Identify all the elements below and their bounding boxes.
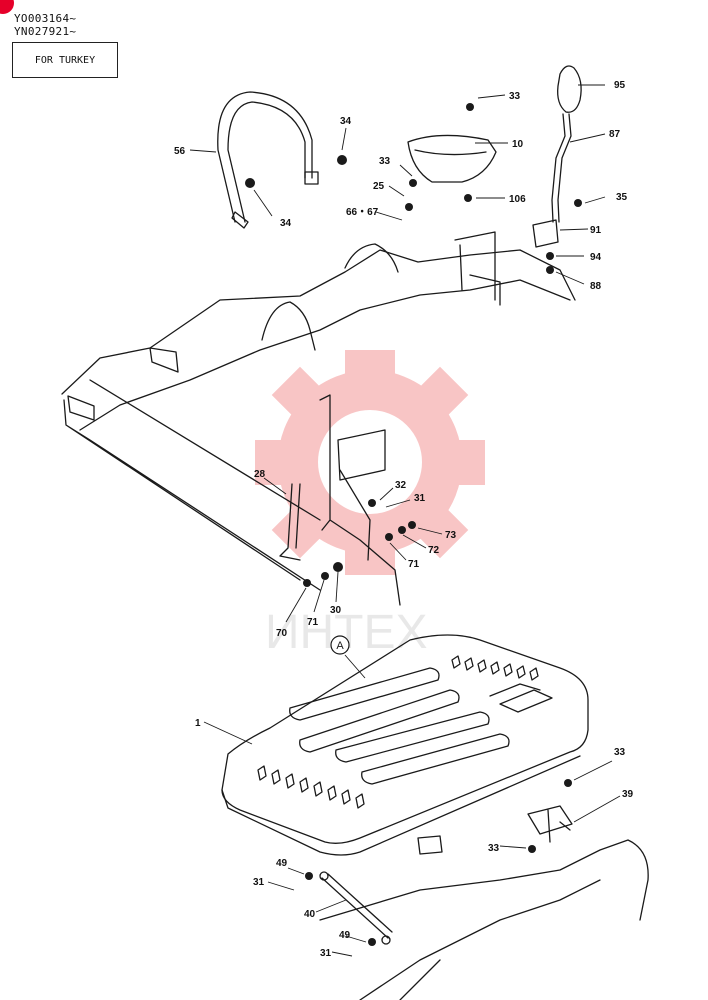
part-label-33: 33 — [509, 91, 521, 102]
part-label-88: 88 — [590, 281, 602, 292]
nut-73 — [408, 521, 416, 529]
part-label-73: 73 — [445, 530, 457, 541]
part-label-66-67: 66・67 — [346, 207, 379, 218]
part-label-39: 39 — [622, 789, 634, 800]
washer-71a — [385, 533, 393, 541]
center-brackets — [454, 231, 501, 306]
lower-body — [319, 839, 649, 1000]
nut-32 — [368, 499, 376, 507]
part-label-71: 71 — [307, 617, 319, 628]
handle-bar — [217, 91, 313, 223]
vent-slots-bottom — [257, 765, 365, 809]
strut-end-top — [319, 871, 329, 881]
part-label-87: 87 — [609, 129, 621, 140]
bonnet-panel — [221, 634, 589, 844]
detail-marker-label: A — [336, 640, 344, 652]
gas-strut — [321, 873, 393, 939]
part-label-94: 94 — [590, 252, 602, 263]
part-label-72: 72 — [428, 545, 440, 556]
bracket-30 — [333, 562, 343, 572]
nut-106 — [464, 194, 472, 202]
bolt-34b — [245, 178, 255, 188]
bolt-35 — [574, 199, 582, 207]
vent-slots-top — [451, 655, 539, 681]
part-label-49: 49 — [339, 930, 351, 941]
rod-28 — [279, 483, 301, 561]
bolt-33b — [409, 179, 417, 187]
detail-marker-circle — [330, 635, 350, 655]
washer-72 — [398, 526, 406, 534]
washer-49a — [305, 872, 313, 880]
part-label-95: 95 — [614, 80, 626, 91]
lever-cover — [407, 134, 497, 183]
lever-rod — [551, 113, 572, 223]
strut-end — [381, 935, 391, 945]
mid-mechanism — [319, 394, 401, 606]
part-label-10: 10 — [512, 139, 524, 150]
bonnet-stripe-1 — [289, 667, 440, 721]
frame-rail — [63, 379, 321, 591]
part-label-31: 31 — [414, 493, 426, 504]
bonnet-bracket — [417, 835, 443, 855]
nut-88 — [546, 266, 554, 274]
part-label-35: 35 — [616, 192, 628, 203]
part-label-28: 28 — [254, 469, 266, 480]
bolt-33d — [528, 845, 536, 853]
part-label-70: 70 — [276, 628, 288, 639]
part-label-49: 49 — [276, 858, 288, 869]
part-label-30: 30 — [330, 605, 342, 616]
washer-49b — [368, 938, 376, 946]
bolt-70 — [303, 579, 311, 587]
clip-25 — [405, 203, 413, 211]
bolt-34a — [337, 155, 347, 165]
serial-range-2: YN027921~ — [14, 25, 77, 38]
part-label-33: 33 — [379, 156, 391, 167]
washer-71b — [321, 572, 329, 580]
part-label-31: 31 — [320, 948, 332, 959]
bonnet-edge — [221, 755, 581, 856]
frame-bracket-right — [344, 243, 399, 273]
part-label-32: 32 — [395, 480, 407, 491]
bonnet-stripe-4 — [361, 733, 510, 785]
washer-94 — [546, 252, 554, 260]
part-label-34: 34 — [340, 116, 352, 127]
serial-range-1: YO003164~ — [14, 12, 77, 25]
part-label-1: 1 — [195, 718, 201, 729]
hinge-bracket — [527, 805, 573, 843]
part-label-33: 33 — [614, 747, 626, 758]
corner-marker — [0, 0, 14, 14]
watermark-gear — [255, 350, 485, 575]
lever-knob — [557, 65, 582, 113]
part-label-71: 71 — [408, 559, 420, 570]
handle-bracket — [231, 171, 319, 229]
part-label-33: 33 — [488, 843, 500, 854]
part-label-25: 25 — [373, 181, 385, 192]
part-label-106: 106 — [509, 194, 526, 205]
bolt-33c — [564, 779, 572, 787]
part-label-40: 40 — [304, 909, 316, 920]
bonnet-stripe-2 — [299, 689, 460, 753]
part-label-31: 31 — [253, 877, 265, 888]
bolt-33a — [466, 103, 474, 111]
frame-plate — [67, 347, 179, 421]
part-label-56: 56 — [174, 146, 186, 157]
bonnet-stripe-3 — [335, 711, 490, 763]
bonnet-hatch — [489, 683, 553, 713]
lever-bracket — [532, 219, 559, 248]
frame-bracket-left — [261, 301, 316, 351]
note-box: FOR TURKEY — [12, 42, 118, 78]
part-label-34: 34 — [280, 218, 292, 229]
part-label-91: 91 — [590, 225, 602, 236]
